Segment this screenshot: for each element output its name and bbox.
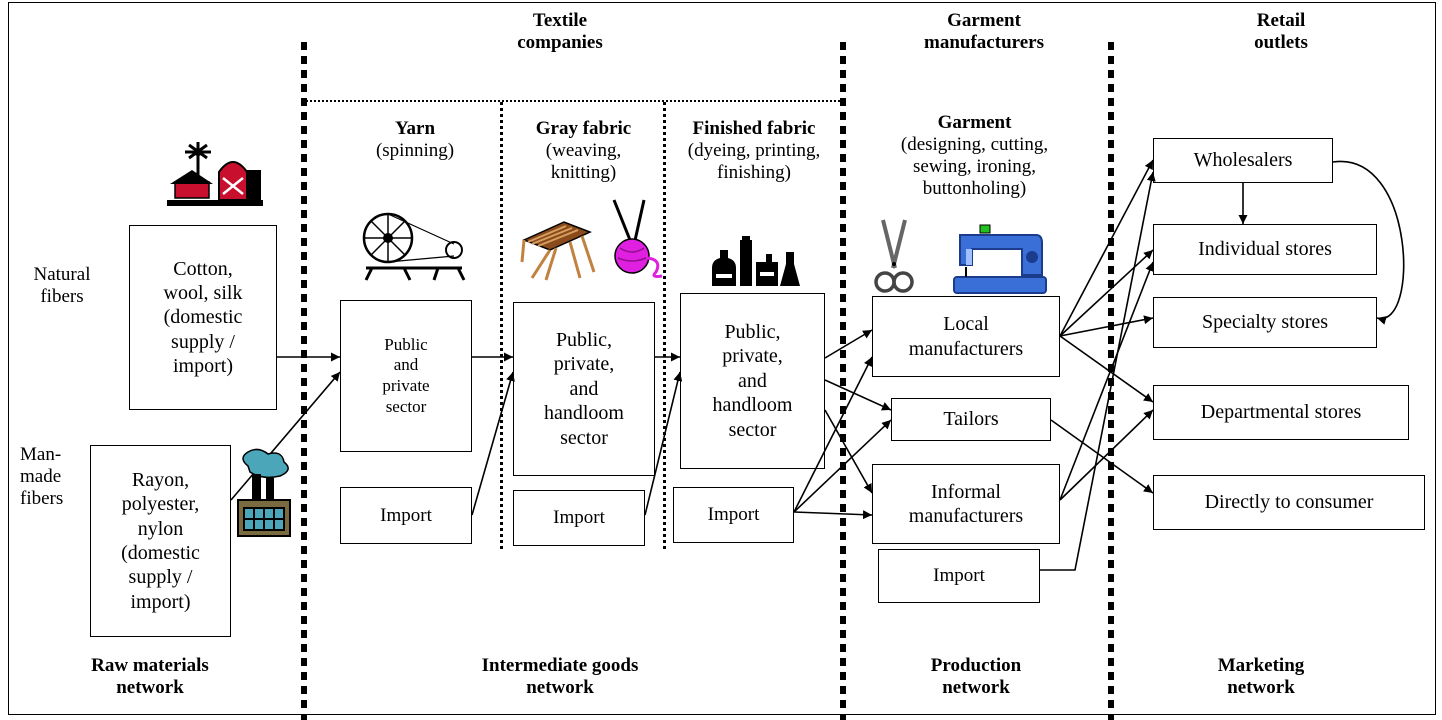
farm-icon [167, 142, 263, 206]
arrow-import-to-wholesalers [1040, 171, 1156, 571]
box-directly-to-consumer: Directly to consumer [1153, 475, 1425, 530]
header-textile-companies: Textile companies [517, 10, 603, 53]
loom-icon [520, 221, 596, 281]
spinning-wheel-icon [362, 212, 466, 281]
stage-garment-title: Garment [937, 112, 1012, 133]
footer-marketing-network: Marketing network [1217, 655, 1305, 698]
arrow-import-to-local [793, 356, 873, 513]
knitting-icon [612, 199, 663, 278]
stage-finished-fabric: Finished fabric (dyeing, printing, finis… [668, 118, 840, 184]
stage-yarn-title: Yarn [394, 118, 436, 139]
footer-raw-materials-network: Raw materials network [91, 655, 209, 698]
arrow-informal-to-departmental [1059, 409, 1154, 501]
arrow-local-to-individual [1059, 249, 1154, 337]
stage-finished-fabric-title: Finished fabric [692, 118, 816, 139]
arrow-wholesalers-to-specialty [1332, 160, 1405, 325]
separator-intermediate-production [840, 42, 846, 720]
diagram-frame [8, 2, 1436, 715]
box-gray-fabric-sector: Public, private, and handloom sector [513, 302, 655, 476]
stage-yarn: Yarn (spinning) [340, 118, 490, 162]
scissors-icon [874, 219, 914, 293]
separator-raw-intermediate [301, 42, 307, 720]
stage-gray-fabric: Gray fabric (weaving, knitting) [506, 118, 661, 184]
box-yarn-import: Import [340, 487, 472, 544]
arrow-tailors-to-consumer [1050, 419, 1154, 494]
arrow-informal-to-individual [1059, 261, 1154, 501]
stage-gray-fabric-subtitle: (weaving, knitting) [545, 139, 622, 183]
footer-intermediate-goods-network: Intermediate goods network [481, 655, 639, 698]
factory-icon [237, 448, 291, 537]
stage-yarn-subtitle: (spinning) [375, 139, 455, 161]
arrow-finished-to-informal [824, 409, 873, 494]
arrow-local-to-specialty [1059, 315, 1154, 337]
stage-gray-fabric-title: Gray fabric [535, 118, 632, 139]
stage-finished-fabric-subtitle: (dyeing, printing, finishing) [687, 139, 821, 183]
box-tailors: Tailors [891, 398, 1051, 441]
box-natural-fibers: Cotton, wool, silk (domestic supply / im… [129, 225, 277, 410]
box-informal-manufacturers: Informal manufacturers [872, 464, 1060, 544]
box-individual-stores: Individual stores [1153, 224, 1377, 275]
dye-bottles-icon [712, 236, 800, 286]
label-natural-fibers: Natural fibers [33, 264, 91, 307]
separator-production-marketing [1108, 42, 1114, 720]
separator-gray-finished [663, 102, 666, 552]
box-wholesalers: Wholesalers [1153, 138, 1333, 183]
box-manmade-fibers: Rayon, polyester, nylon (domestic supply… [90, 445, 231, 637]
header-retail-outlets: Retail outlets [1254, 10, 1308, 53]
separator-yarn-gray [500, 102, 503, 552]
box-garment-import: Import [878, 549, 1040, 603]
arrow-finished-to-tailors [824, 379, 892, 411]
footer-production-network: Production network [930, 655, 1022, 698]
arrow-import-to-informal [793, 510, 873, 520]
arrow-yarn-import-to-gray [471, 371, 515, 516]
arrow-import-to-tailors [793, 419, 892, 513]
arrow-finished-to-local [824, 329, 873, 359]
label-man-made-fibers: Man- made fibers [20, 444, 64, 509]
box-gray-fabric-import: Import [513, 490, 645, 546]
box-yarn-sector: Public and private sector [340, 300, 472, 452]
arrow-local-to-wholesalers [1059, 159, 1154, 337]
textile-divider-line [306, 100, 844, 102]
box-specialty-stores: Specialty stores [1153, 297, 1377, 348]
stage-garment: Garment (designing, cutting, sewing, iro… [872, 112, 1077, 199]
box-departmental-stores: Departmental stores [1153, 385, 1409, 440]
box-finished-fabric-import: Import [673, 487, 794, 543]
box-local-manufacturers: Local manufacturers [872, 296, 1060, 377]
arrow-local-to-departmental [1059, 335, 1154, 403]
arrow-gray-import-to-finished [644, 371, 683, 516]
sewing-machine-icon [953, 224, 1047, 294]
stage-garment-subtitle: (designing, cutting, sewing, ironing, bu… [900, 133, 1049, 199]
header-garment-manufacturers: Garment manufacturers [924, 10, 1044, 53]
arrow-manmade-to-yarn [230, 371, 341, 501]
